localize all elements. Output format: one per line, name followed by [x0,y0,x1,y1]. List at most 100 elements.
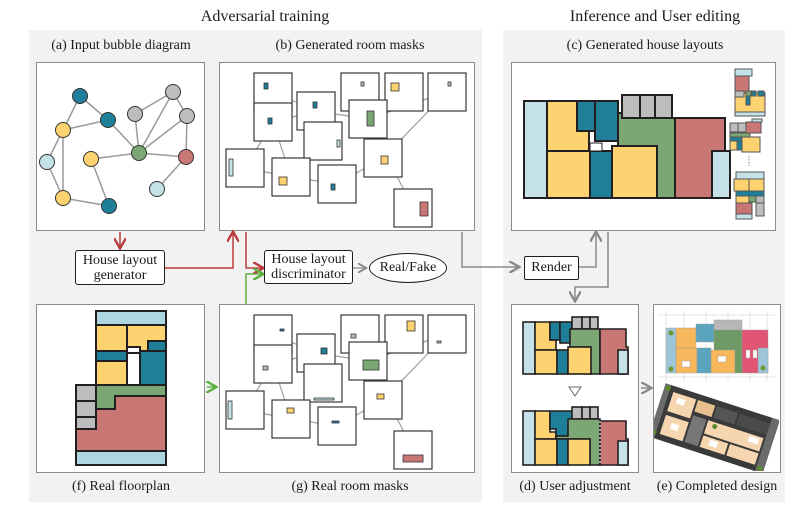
room-mask-box [384,72,424,112]
discriminator-label-1: House layout [271,252,346,267]
bubble-node-storage [179,108,195,124]
room-storage [621,94,641,119]
thumb-room [755,202,765,217]
room-mask-living [362,359,380,371]
panel-user-adjustment [511,304,639,473]
generator-label-1: House layout [82,253,158,268]
panel-bubble-diagram [36,62,205,231]
layout-before [522,316,629,375]
thumb-room [734,68,753,77]
room-mask-living [366,110,375,127]
real-masks [225,314,467,470]
room-void [126,352,141,386]
room-mask-bathroom [263,82,269,90]
bubble-edge [90,152,140,160]
bubble-node-kitchen [178,149,194,165]
bubble-edge [138,115,188,154]
bubble-node-bathroom [100,112,116,128]
caption-c: (c) Generated house layouts [566,38,724,53]
room-balcony [95,310,167,326]
room-mask-storage [262,365,269,371]
caption-a: (a) Input bubble diagram [51,38,191,53]
room-mask-box [384,314,424,354]
thumb-room [735,190,765,197]
room-mask-box [303,121,343,161]
bubble-node-bathroom [101,198,117,214]
thumb-room [745,121,762,134]
room-storage [639,94,656,119]
bubble-edge [90,158,110,207]
room-mask-bathroom [320,347,328,355]
thumb-room [734,111,766,117]
thumb-room [748,195,757,203]
room-storage [75,400,97,418]
thumb-room [729,122,739,133]
thumb-room [729,132,751,138]
room-mask-storage [447,81,452,87]
caption-f: (f) Real floorplan [72,479,170,494]
room-mask-box [253,102,293,142]
bubble-node-storage [165,84,181,100]
floorplan-render [658,311,775,381]
bubble-node-bedroom [83,151,99,167]
room-mask-bedroom [390,82,400,92]
room-mask-balcony [313,397,335,401]
room-mask-storage [360,81,365,87]
thumb-room [757,90,765,97]
thumb-room [745,95,751,106]
thumb-room [751,90,757,97]
room-mask-box [427,72,467,112]
room-bedroom [546,150,591,199]
panel-generated-room-masks [219,62,475,231]
room-mask-bathroom [267,117,273,125]
room-mask-box [271,157,311,197]
room-mask-box [427,314,467,354]
room-storage [75,416,97,430]
bubble-node-bedroom [55,190,71,206]
house-layout-discriminator: House layout discriminator [264,250,353,284]
inference-title: Inference and User editing [569,8,741,25]
room-balcony [523,100,548,199]
caption-e: (e) Completed design [656,479,778,494]
room-bathroom [147,340,167,352]
caption-d: (d) User adjustment [519,479,631,494]
panel-completed-design [653,304,781,473]
bubble-node-balcony [39,154,55,170]
thumb-room [751,118,763,123]
room-mask-kitchen [402,454,424,463]
adversarial-training-title: Adversarial training [200,8,330,25]
discriminator-label-2: discriminator [271,267,346,282]
room-mask-bedroom [286,407,295,414]
room-bathroom [139,350,167,386]
down-triangle-icon [568,386,582,397]
thumb-room [755,195,765,204]
layout-after [522,406,629,466]
thumb-room [741,136,761,153]
render-step: Render [524,256,579,280]
room-storage [75,384,97,402]
bubble-node-storage [127,106,143,122]
real-fake-label: Real/Fake [379,260,437,275]
room-mask-bedroom [406,320,416,332]
room-bathroom [95,350,128,362]
room-bedroom [95,360,128,386]
thumb-room [734,75,750,94]
room-mask-box [303,363,343,403]
completed-design [654,311,779,471]
room-mask-box [317,164,357,204]
room-mask-storage [350,333,357,339]
thumb-room [734,90,745,98]
room-void [589,142,603,152]
room-bedroom [611,145,658,199]
thumb-room [736,140,743,151]
panel-real-floorplan [36,304,205,473]
room-mask-box [363,380,403,420]
caption-g: (g) Real room masks [291,479,409,494]
panel-real-room-masks [219,304,475,473]
bubble-node-bedroom [55,122,71,138]
room-balcony [711,150,731,199]
thumb-room [735,202,753,215]
thumb-room [737,122,747,133]
bubble-node-living [131,145,147,161]
panel-generated-layouts [511,62,776,231]
